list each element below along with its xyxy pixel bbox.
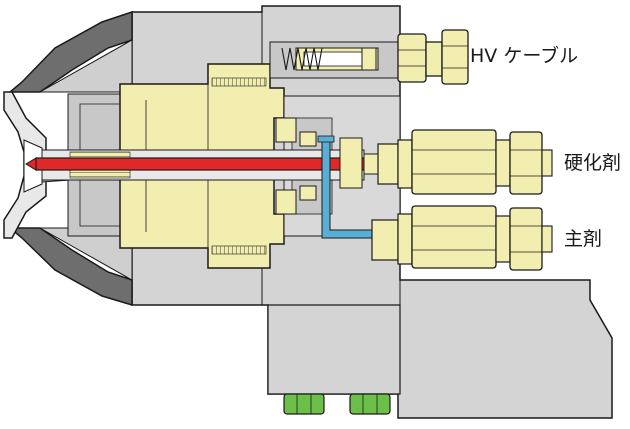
nozzle-cap-upper <box>7 10 133 93</box>
needle-assembly <box>25 149 387 181</box>
needle <box>35 157 367 171</box>
hv-spring <box>281 47 323 71</box>
nozzle-cap <box>7 10 133 307</box>
hardener-fitting <box>377 129 553 195</box>
inner-fittings <box>275 117 363 215</box>
main-agent-fitting <box>371 205 553 271</box>
hardener-label: 硬化剤 <box>564 152 622 174</box>
mounting-nuts <box>283 393 391 415</box>
main-agent-label: 主剤 <box>564 228 603 250</box>
housing-lower-block <box>267 304 401 395</box>
hv-cable-label: HV ケーブル <box>470 45 579 67</box>
mounting-nut <box>283 393 325 415</box>
hv-cable-fitting <box>397 29 469 85</box>
mounting-nut <box>349 393 391 415</box>
nozzle-cap-lower <box>7 227 133 307</box>
hv-cable-channel <box>269 41 401 79</box>
